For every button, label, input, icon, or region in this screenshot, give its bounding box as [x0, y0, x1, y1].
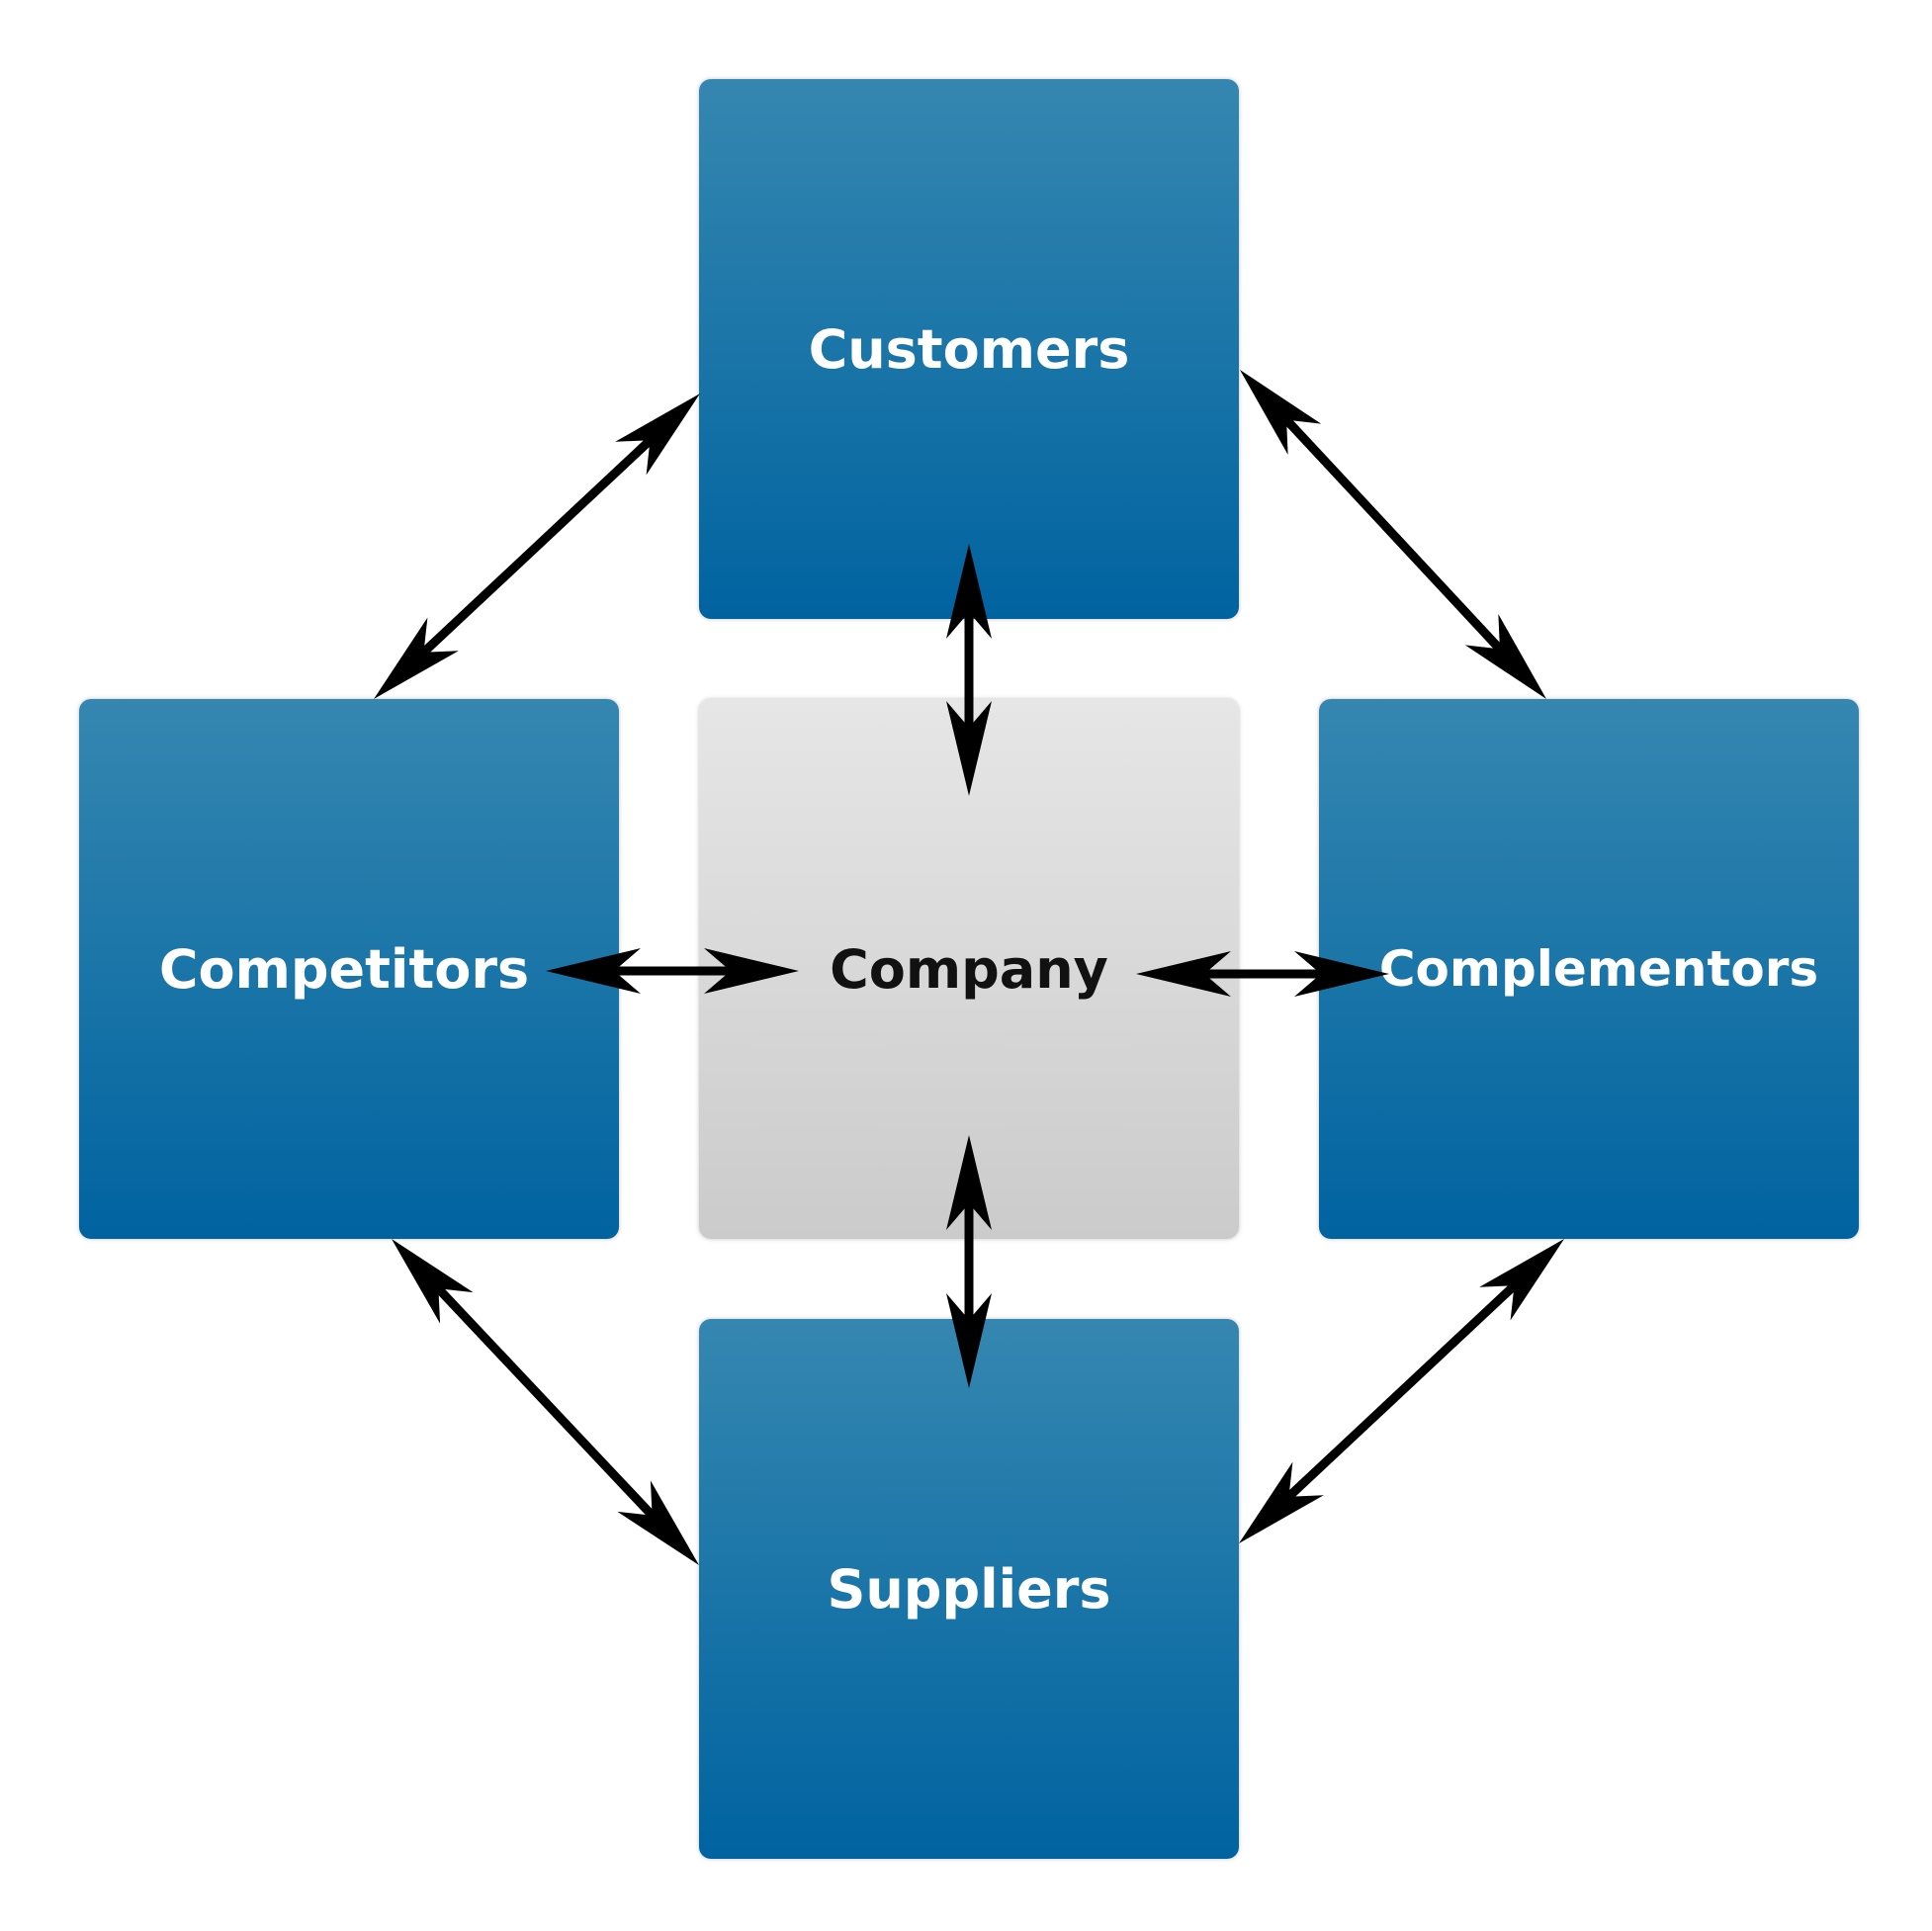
arrow-company-complementors	[1136, 951, 1389, 997]
arrowhead-customers	[1240, 370, 1322, 455]
arrowhead-company	[704, 948, 799, 994]
suppliers-label: Suppliers	[827, 1557, 1111, 1621]
complementors-label: Complementors	[1378, 940, 1819, 998]
arrow-company-suppliers	[946, 1135, 992, 1388]
arrowhead-company	[946, 701, 992, 796]
customers-node: Customers	[699, 79, 1239, 619]
arrowhead-competitors	[392, 1239, 474, 1324]
arrow-competitors-company	[546, 948, 799, 994]
arrowhead-competitors	[546, 948, 641, 994]
complementors-node: Complementors	[1319, 699, 1859, 1239]
arrowhead-customers	[946, 544, 992, 639]
arrowhead-competitors	[374, 617, 459, 699]
arrow-customers-competitors	[374, 394, 700, 699]
suppliers-node: Suppliers	[699, 1319, 1239, 1859]
arrow-shaft-competitors-suppliers	[433, 1283, 658, 1521]
company-label: Company	[830, 937, 1108, 1001]
arrow-shaft-customers-competitors	[418, 435, 656, 658]
arrowhead-suppliers	[946, 1293, 992, 1388]
competitors-node: Competitors	[79, 699, 619, 1239]
arrowhead-complementors	[1294, 951, 1389, 997]
arrowhead-customers	[615, 394, 700, 476]
arrowhead-complementors	[1479, 1239, 1564, 1321]
arrowhead-complementors	[1464, 614, 1546, 699]
arrow-shaft-customers-complementors	[1281, 415, 1505, 654]
arrowhead-suppliers	[1239, 1461, 1324, 1543]
arrow-complementors-suppliers	[1239, 1239, 1564, 1543]
arrow-competitors-suppliers	[392, 1239, 699, 1565]
arrowhead-company	[1136, 951, 1231, 997]
arrow-customers-complementors	[1240, 370, 1546, 699]
customers-label: Customers	[808, 317, 1130, 381]
arrow-shaft-complementors-suppliers	[1283, 1280, 1520, 1502]
arrowhead-company	[946, 1135, 992, 1230]
arrow-customers-company	[946, 544, 992, 796]
competitors-label: Competitors	[158, 937, 530, 1001]
arrowhead-suppliers	[617, 1480, 699, 1565]
